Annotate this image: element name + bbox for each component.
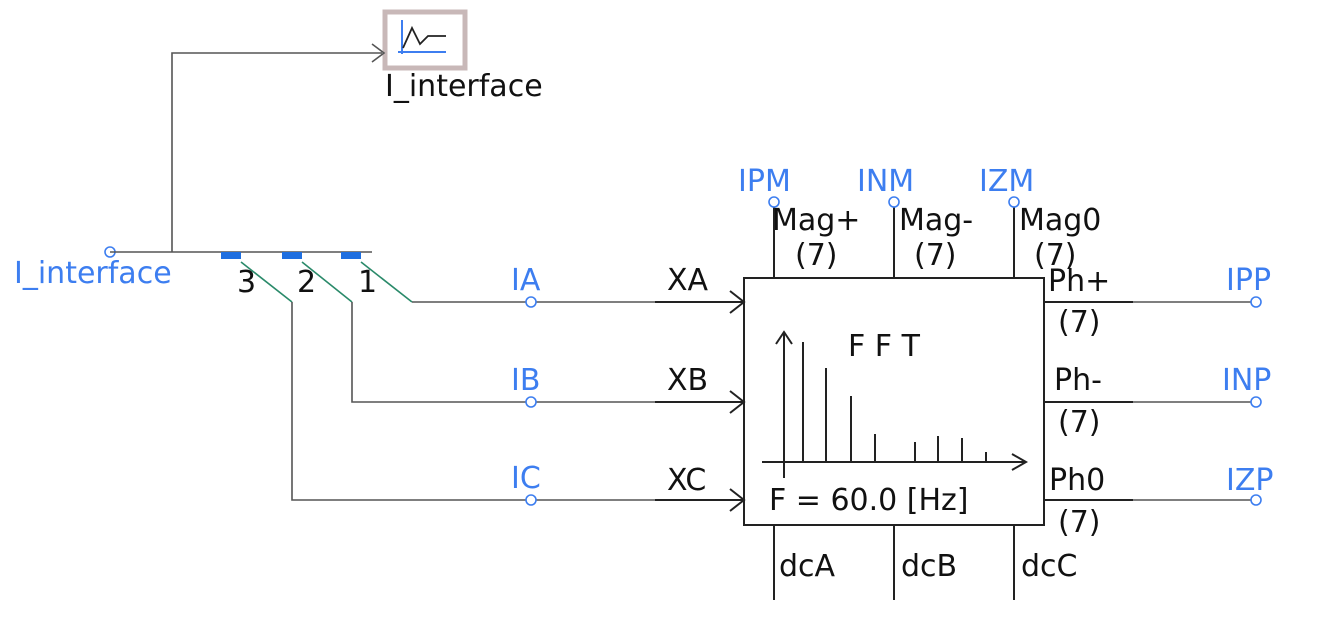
port-ph-neg-size: (7) [1058, 405, 1101, 440]
fft-block[interactable] [655, 204, 1133, 600]
meter-label: I_interface [385, 69, 543, 104]
port-ph-pos-size: (7) [1058, 305, 1101, 340]
node-ib[interactable] [525, 396, 537, 408]
wire-phase-c [291, 302, 744, 501]
node-ib-label: IB [511, 363, 540, 398]
meter-wire [171, 52, 382, 252]
node-izm[interactable] [1008, 196, 1020, 208]
input-signal-label: I_interface [14, 256, 172, 291]
signal-izp: IZP [1226, 463, 1274, 498]
wire-phase-b [351, 302, 744, 403]
port-mag-pos-size: (7) [795, 238, 838, 273]
port-xb: XB [667, 363, 708, 398]
fft-title: F F T [848, 329, 921, 364]
port-mag-neg-size: (7) [914, 238, 957, 273]
breakout-index-3: 3 [237, 265, 256, 300]
breakout-bar-2 [282, 252, 302, 259]
signal-ipm: IPM [738, 164, 791, 199]
signal-inm: INM [857, 164, 914, 199]
fft-frequency: F = 60.0 [Hz] [769, 483, 969, 518]
port-dcc: dcC [1021, 549, 1077, 584]
breakout-taps[interactable] [221, 252, 413, 303]
signal-ipp: IPP [1226, 263, 1271, 298]
port-ph-zero: Ph0 [1049, 463, 1105, 498]
port-xa: XA [667, 263, 709, 298]
node-ic[interactable] [525, 494, 537, 506]
meter-frame [382, 9, 468, 71]
port-mag-zero: Mag0 [1019, 203, 1101, 238]
graph-meter-icon [398, 20, 446, 54]
node-ipm[interactable] [768, 196, 780, 208]
port-mag-pos: Mag+ [772, 203, 860, 238]
fft-spectrum-icon [762, 330, 1029, 478]
port-ph-pos: Ph+ [1048, 264, 1110, 299]
port-mag-zero-size: (7) [1034, 238, 1077, 273]
breakout-index-1: 1 [358, 265, 377, 300]
port-xc: XC [667, 463, 706, 498]
port-dcb: dcB [901, 549, 957, 584]
meter-arrow [371, 43, 386, 63]
signal-izm: IZM [979, 164, 1034, 199]
breakout-bar-1 [341, 252, 361, 259]
output-meter[interactable] [382, 9, 468, 71]
port-dca: dcA [779, 549, 836, 584]
node-izp[interactable] [1250, 494, 1262, 506]
node-ia[interactable] [525, 296, 537, 308]
node-inm[interactable] [888, 196, 900, 208]
node-ia-label: IA [511, 263, 541, 298]
node-inp[interactable] [1250, 396, 1262, 408]
breakout-index-2: 2 [297, 265, 316, 300]
signal-inp: INP [1222, 363, 1271, 398]
node-ic-label: IC [511, 461, 541, 496]
port-mag-neg: Mag- [899, 203, 973, 238]
port-ph-neg: Ph- [1054, 363, 1102, 398]
node-ipp[interactable] [1250, 296, 1262, 308]
port-ph-zero-size: (7) [1058, 505, 1101, 540]
breakout-bar-3 [221, 252, 241, 259]
